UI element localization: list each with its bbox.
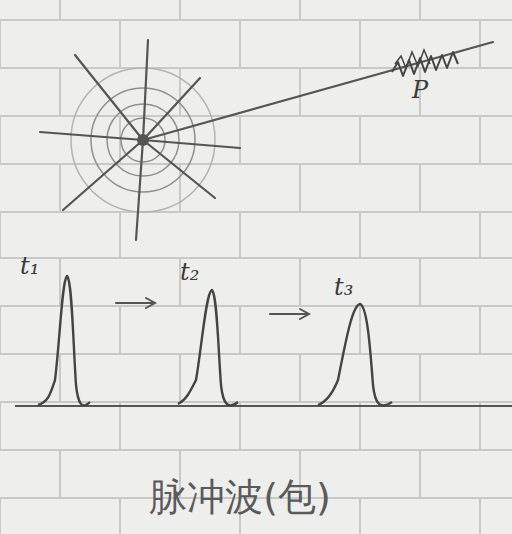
wave-packet-squiggle (395, 50, 430, 68)
caption: 脉冲波(包) (149, 478, 331, 516)
wave-circles (71, 68, 215, 212)
radiating-lines (40, 40, 493, 240)
wave-packet-squiggle (392, 52, 458, 76)
time-label: t₂ (180, 260, 199, 284)
point-label: P (412, 78, 428, 102)
pulse-curves (38, 276, 392, 405)
point-source (137, 134, 149, 146)
time-label: t₁ (20, 254, 39, 278)
time-label: t₃ (334, 275, 353, 299)
direction-arrows (116, 298, 309, 319)
baseline (15, 405, 512, 407)
